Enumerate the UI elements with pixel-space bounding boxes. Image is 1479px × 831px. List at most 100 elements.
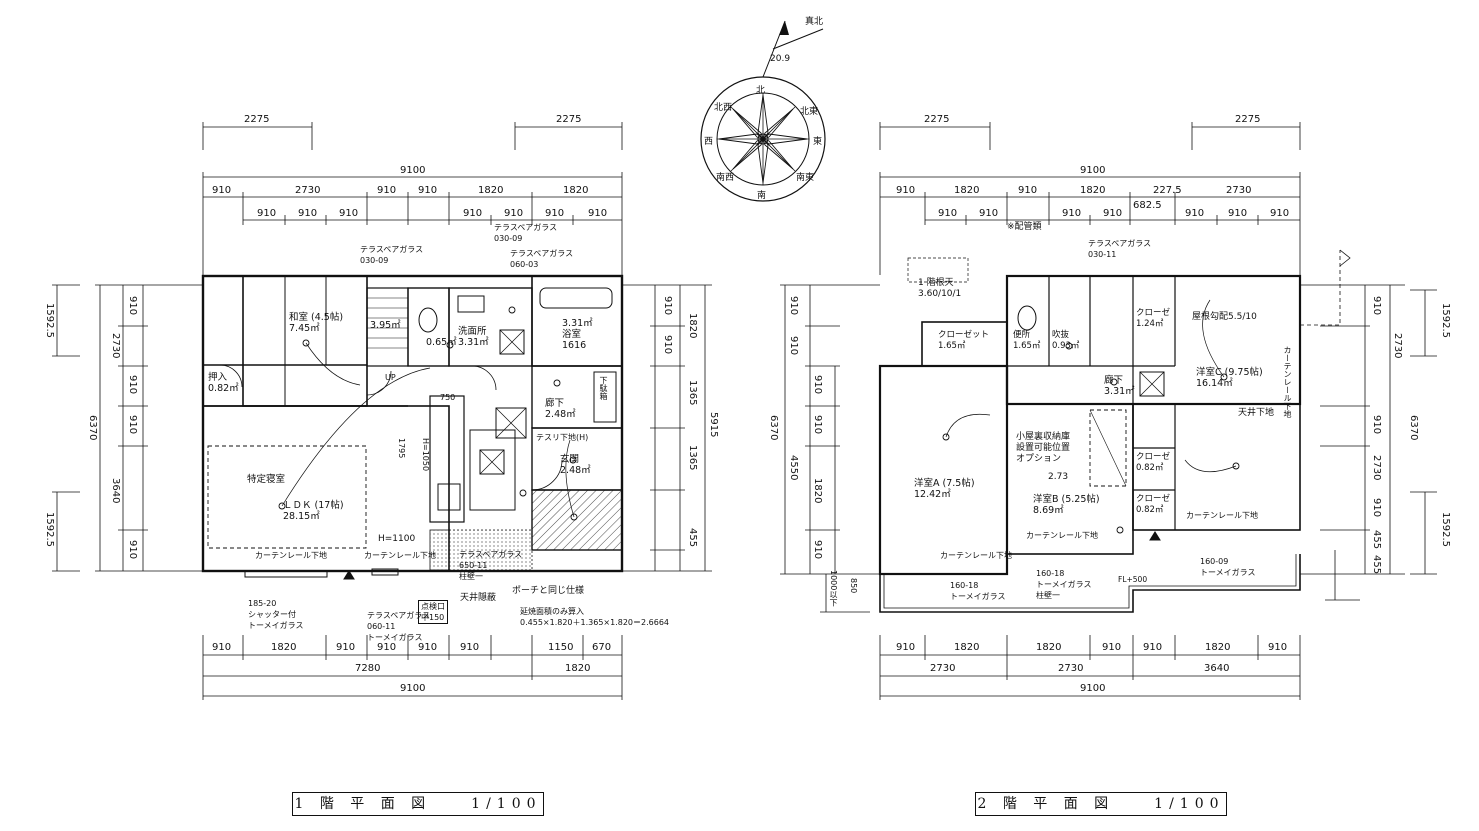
- f1-dim-top-total: 9100: [400, 165, 426, 176]
- compass-dir-w: 西: [704, 137, 714, 147]
- f2-dim-right-c0: 910: [1371, 296, 1382, 316]
- f2-dim-top-r2-2: 910: [1062, 208, 1082, 219]
- f2-dim-bot-r1-2: 1820: [1036, 642, 1062, 653]
- f2-note-window-b: 160-18 トーメイガラス: [950, 581, 1006, 601]
- f1-dim-right-c5: 455: [687, 528, 698, 548]
- f2-dim-left-c2: 910: [812, 375, 823, 395]
- f1-dim-top-r1-5: 1820: [563, 185, 589, 196]
- f2-dim-top-extra: 682.5: [1133, 200, 1162, 211]
- floor2-title: 2 階 平 面 図 1/100: [975, 792, 1227, 816]
- f1-dim-bot-total: 9100: [400, 683, 426, 694]
- f2-dim-bot-r2-2: 3640: [1204, 663, 1230, 674]
- f2-room-rouka: 廊下 3.31㎡: [1104, 375, 1135, 397]
- f2-dim-left-c1: 910: [788, 336, 799, 356]
- f2-note-fl500: FL+500: [1118, 575, 1148, 584]
- f2-dim-left-sub: 4550: [788, 455, 799, 481]
- f1-dim-bot-r1-6: 1150: [548, 642, 574, 653]
- f2-dim-top-r2-1: 910: [979, 208, 999, 219]
- f1-dim-left-offset-top: 1592.5: [44, 303, 55, 338]
- f1-note-h1100: H=1100: [378, 534, 416, 544]
- f1-dim-bot-r1-1: 1820: [271, 642, 297, 653]
- f2-room-closet3: クローゼ 0.82㎡: [1136, 452, 1171, 473]
- f1-dim-top-offset-left: 2275: [244, 114, 270, 125]
- f2-dim-top-r1-3: 1820: [1080, 185, 1106, 196]
- f1-note-window-a: テラスペアガラス 030-09: [360, 245, 424, 265]
- f1-dim-left-c4: 3640: [110, 478, 121, 504]
- f1-dim-top-r1-2: 910: [377, 185, 397, 196]
- f2-note-curtain-b: カーテンレール下地: [1026, 531, 1098, 540]
- f2-dim-right-offset-bot: 1592.5: [1440, 512, 1451, 547]
- f2-dim-left-c0: 910: [788, 296, 799, 316]
- f1-dim-bot-r2-1: 1820: [565, 663, 591, 674]
- f1-dim-top-r2-6: 910: [588, 208, 608, 219]
- f1-dim-top-r1-0: 910: [212, 185, 232, 196]
- f2-note-curtain-d: カーテンレール下地: [1283, 346, 1292, 418]
- f1-room-senmen: 洗面所 3.31㎡: [458, 326, 489, 348]
- f1-note-window-c: テラスペアガラス 030-09: [494, 223, 558, 243]
- compass-dir-nw: 北西: [714, 103, 733, 113]
- f1-dim-bot-r1-0: 910: [212, 642, 232, 653]
- f1-note-window-e: テラスペアガラス 060-11 トーメイガラス: [367, 611, 431, 642]
- f1-dim-top-r1-4: 1820: [478, 185, 504, 196]
- compass-dir-se: 南東: [796, 173, 815, 183]
- f2-note-haiki: ※配管類: [1007, 222, 1042, 232]
- f2-note-tenjo: 天井下地: [1238, 408, 1275, 418]
- f1-note-tenken: 点検口 中150: [418, 600, 448, 624]
- f2-dim-right-c1: 2730: [1392, 333, 1403, 359]
- compass-dir-e: 東: [813, 137, 823, 147]
- f1-room-rouka: 廊下 2.48㎡: [545, 398, 576, 420]
- f1-dim-left-c1: 2730: [110, 333, 121, 359]
- f1-room-washitsu: 和室 (4.5帖) 7.45㎡: [289, 312, 344, 334]
- f2-note-curtain-a: カーテンレール下地: [940, 551, 1012, 560]
- f2-dim-bot-r2-0: 2730: [930, 663, 956, 674]
- f2-note-window-c: 160-18 トーメイガラス 柱壁一: [1036, 569, 1092, 600]
- f2-dim-bot-r1-5: 1820: [1205, 642, 1231, 653]
- f1-dim-right-c1: 1820: [687, 313, 698, 339]
- f1-dim-left-total: 6370: [87, 415, 98, 441]
- f1-dim-top-r2-2: 910: [339, 208, 359, 219]
- f2-note-curtain-c: カーテンレール下地: [1186, 511, 1258, 520]
- f1-note-tenjo: 天井隠蔽: [460, 593, 497, 603]
- f1-note-porch: ポーチと同じ仕様: [512, 586, 585, 596]
- f2-room-toilet: 便所 1.65㎡: [1013, 330, 1041, 351]
- f1-note-h1050: H=1050: [421, 438, 430, 472]
- f2-dim-left-total: 6370: [768, 415, 779, 441]
- compass-angle: 20.9: [770, 54, 791, 64]
- f2-dim-right-c6: 455: [1371, 555, 1382, 575]
- f2-room-yoshitsuB: 洋室B (5.25帖) 8.69㎡: [1033, 494, 1100, 516]
- f1-note-curtain-a: カーテンレール下地: [255, 551, 327, 560]
- f2-room-koyaura: 小屋裏収納庫 設置可能位置 オプション: [1016, 432, 1071, 464]
- f1-note-tesuri: テスリ下地(H): [536, 433, 589, 442]
- f2-dim-bot-r1-6: 910: [1268, 642, 1288, 653]
- floor2-plan: [780, 122, 1437, 700]
- compass-dir-ne: 北東: [800, 107, 819, 117]
- f1-room-ldk: ＬＤＫ (17帖) 28.15㎡: [283, 500, 344, 522]
- f2-dim-top-r1-0: 910: [896, 185, 916, 196]
- f1-dim-bot-r1-7: 670: [592, 642, 612, 653]
- f2-room-fukiya: 吹抜 0.93㎡: [1052, 330, 1080, 351]
- f2-dim-top-r2-0: 910: [938, 208, 958, 219]
- compass-dir-sw: 南西: [716, 173, 735, 183]
- floor1-title: 1 階 平 面 図 1/100: [292, 792, 544, 816]
- f1-dim-left-c2: 910: [127, 375, 138, 395]
- f2-dim-right-offset-top: 1592.5: [1440, 303, 1451, 338]
- floor1-plan: [52, 122, 712, 700]
- f1-room-kaidan: 3.95㎡: [370, 320, 401, 331]
- f2-note-window-d: 160-09 トーメイガラス: [1200, 557, 1256, 577]
- f1-dim-top-r2-3: 910: [463, 208, 483, 219]
- compass-rose: [700, 20, 826, 202]
- f2-dim-right-c2: 910: [1371, 415, 1382, 435]
- f2-room-closet2: クローゼ 1.24㎡: [1136, 308, 1171, 329]
- f1-dim-left-c0: 910: [127, 296, 138, 316]
- f2-dim-top-r1-4: 227.5: [1153, 185, 1182, 196]
- f1-room-oshiire: 押入 0.82㎡: [208, 372, 239, 394]
- f2-room-closet4: クローゼ 0.82㎡: [1136, 494, 1171, 515]
- compass-dir-n: 北: [756, 86, 766, 96]
- f2-dim-top-r2-6: 910: [1270, 208, 1290, 219]
- f1-dim-right-c3: 1365: [687, 380, 698, 406]
- f1-dim-bot-r2-0: 7280: [355, 663, 381, 674]
- f1-dim-top-r2-4: 910: [504, 208, 524, 219]
- compass-true-north: 真北: [805, 17, 824, 27]
- f1-dim-left-c5: 910: [127, 540, 138, 560]
